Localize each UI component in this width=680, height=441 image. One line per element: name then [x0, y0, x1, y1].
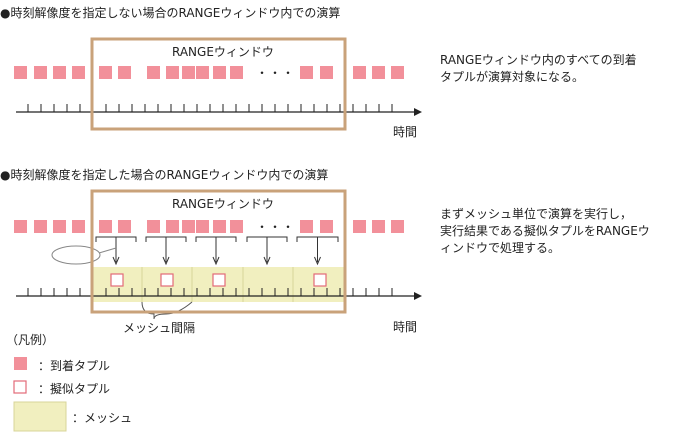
- arrived-tuple: [391, 220, 404, 233]
- arrived-tuple: [118, 220, 131, 233]
- arrived-tuple: [147, 220, 160, 233]
- section1-ellipsis: ・・・: [256, 66, 296, 80]
- arrived-tuple: [300, 66, 313, 79]
- operation-connector: [98, 247, 117, 254]
- axis-arrowhead: [414, 108, 422, 116]
- section1-heading: ●時刻解像度を指定しない場合のRANGEウィンドウ内での演算: [0, 6, 341, 20]
- operation-bubble: [51, 245, 101, 265]
- mesh-interval-label: メッシュ間隔: [123, 321, 196, 335]
- section2-heading: ●時刻解像度を指定した場合のRANGEウィンドウ内での演算: [0, 168, 329, 182]
- arrived-tuple: [353, 220, 366, 233]
- mesh-arrow-head: [162, 256, 170, 266]
- mesh-arrow-head: [314, 256, 321, 266]
- section2-description: まずメッシュ単位で演算を実行し， 実行結果である擬似タプルをRANGEウ ィンド…: [440, 207, 650, 255]
- mesh-arrow-head: [112, 256, 120, 266]
- section1-description: RANGEウィンドウ内のすべての到着 タプルが演算対象になる。: [440, 53, 637, 84]
- axis-arrowhead: [414, 292, 422, 300]
- arrived-tuple: [353, 66, 366, 79]
- arrived-tuple: [300, 220, 313, 233]
- section1-axis-label: 時間: [393, 125, 418, 139]
- mesh-arrow-head: [263, 256, 271, 266]
- arrived-tuple: [182, 220, 195, 233]
- pseudo-tuple: [313, 273, 327, 287]
- arrived-tuple: [230, 66, 243, 79]
- section1-tuple-row: [14, 66, 404, 79]
- arrived-tuple: [118, 66, 131, 79]
- pseudo-tuple: [160, 273, 174, 287]
- mesh-arrow-head: [212, 256, 220, 266]
- arrived-tuple: [53, 66, 66, 79]
- section2-axis-label: 時間: [393, 320, 418, 334]
- arrived-tuple: [34, 220, 47, 233]
- mesh-brackets: [95, 236, 339, 242]
- arrived-tuple: [196, 66, 209, 79]
- arrived-tuple: [213, 220, 226, 233]
- mesh-arrows: [112, 237, 321, 266]
- pseudo-tuple-row: [110, 273, 327, 287]
- pseudo-tuple: [110, 273, 124, 287]
- arrived-tuple: [14, 66, 27, 79]
- section2-range-window: [90, 189, 347, 314]
- section1-window-label: RANGEウィンドウ: [172, 45, 274, 59]
- arrived-tuple: [391, 66, 404, 79]
- arrived-tuple: [182, 66, 195, 79]
- arrived-tuple: [213, 66, 226, 79]
- legend-mesh-icon: [13, 401, 67, 432]
- legend-label-arrived: ：到着タプル: [38, 359, 111, 373]
- legend-label-pseudo: ：擬似タプル: [38, 382, 111, 396]
- section2-time-axis: [16, 288, 422, 300]
- arrived-tuple: [372, 220, 385, 233]
- pseudo-tuple: [212, 273, 226, 287]
- arrived-tuple: [72, 220, 85, 233]
- arrived-tuple: [372, 66, 385, 79]
- legend-label-mesh: ：メッシュ: [72, 411, 133, 425]
- arrived-tuple: [99, 220, 112, 233]
- legend-arrived-tuple-icon: [14, 357, 27, 370]
- arrived-tuple: [99, 66, 112, 79]
- legend-title: （凡例）: [6, 333, 55, 347]
- arrived-tuple: [166, 66, 179, 79]
- arrived-tuple: [34, 66, 47, 79]
- section2-window-label: RANGEウィンドウ: [172, 197, 274, 211]
- arrived-tuple: [53, 220, 66, 233]
- section1-range-window: [90, 37, 347, 131]
- legend-pseudo-tuple-icon: [13, 380, 27, 394]
- section2-ellipsis-top: ・・・: [256, 220, 296, 234]
- arrived-tuple: [166, 220, 179, 233]
- arrived-tuple: [147, 66, 160, 79]
- section1-time-axis: [16, 104, 422, 116]
- arrived-tuple: [320, 66, 333, 79]
- arrived-tuple: [196, 220, 209, 233]
- arrived-tuple: [320, 220, 333, 233]
- arrived-tuple: [14, 220, 27, 233]
- arrived-tuple: [72, 66, 85, 79]
- arrived-tuple: [230, 220, 243, 233]
- section2-tuple-row: [14, 220, 404, 233]
